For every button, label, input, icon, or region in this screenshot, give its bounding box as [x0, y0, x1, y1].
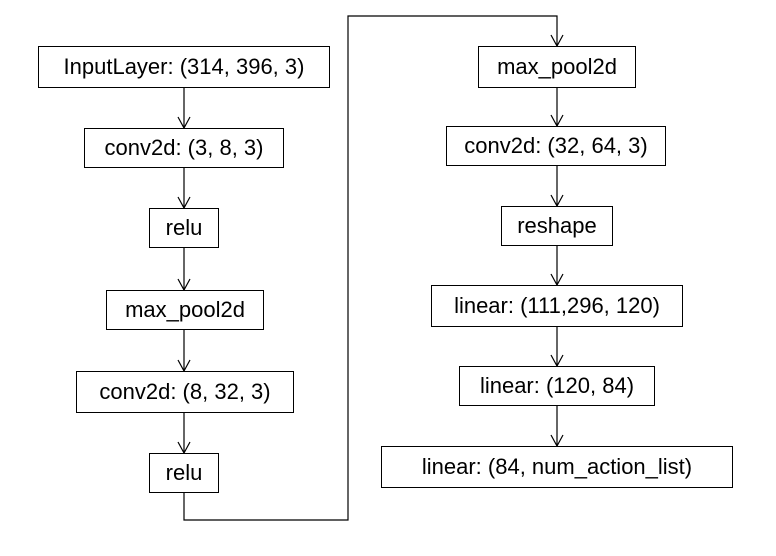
- node-relu-1: relu: [149, 208, 219, 248]
- node-linear-1: linear: (111,296, 120): [431, 285, 683, 327]
- node-relu-2: relu: [149, 453, 219, 493]
- node-max-pool2d-2: max_pool2d: [478, 46, 636, 88]
- node-reshape: reshape: [501, 206, 613, 246]
- node-conv2d-1: conv2d: (3, 8, 3): [84, 128, 284, 168]
- node-conv2d-3: conv2d: (32, 64, 3): [446, 126, 666, 166]
- node-conv2d-2: conv2d: (8, 32, 3): [76, 371, 294, 413]
- node-max-pool2d-1: max_pool2d: [106, 290, 264, 330]
- node-linear-2: linear: (120, 84): [459, 366, 655, 406]
- node-input-layer: InputLayer: (314, 396, 3): [38, 46, 330, 88]
- column-connector-arrow: [183, 15, 564, 521]
- node-linear-3: linear: (84, num_action_list): [381, 446, 733, 488]
